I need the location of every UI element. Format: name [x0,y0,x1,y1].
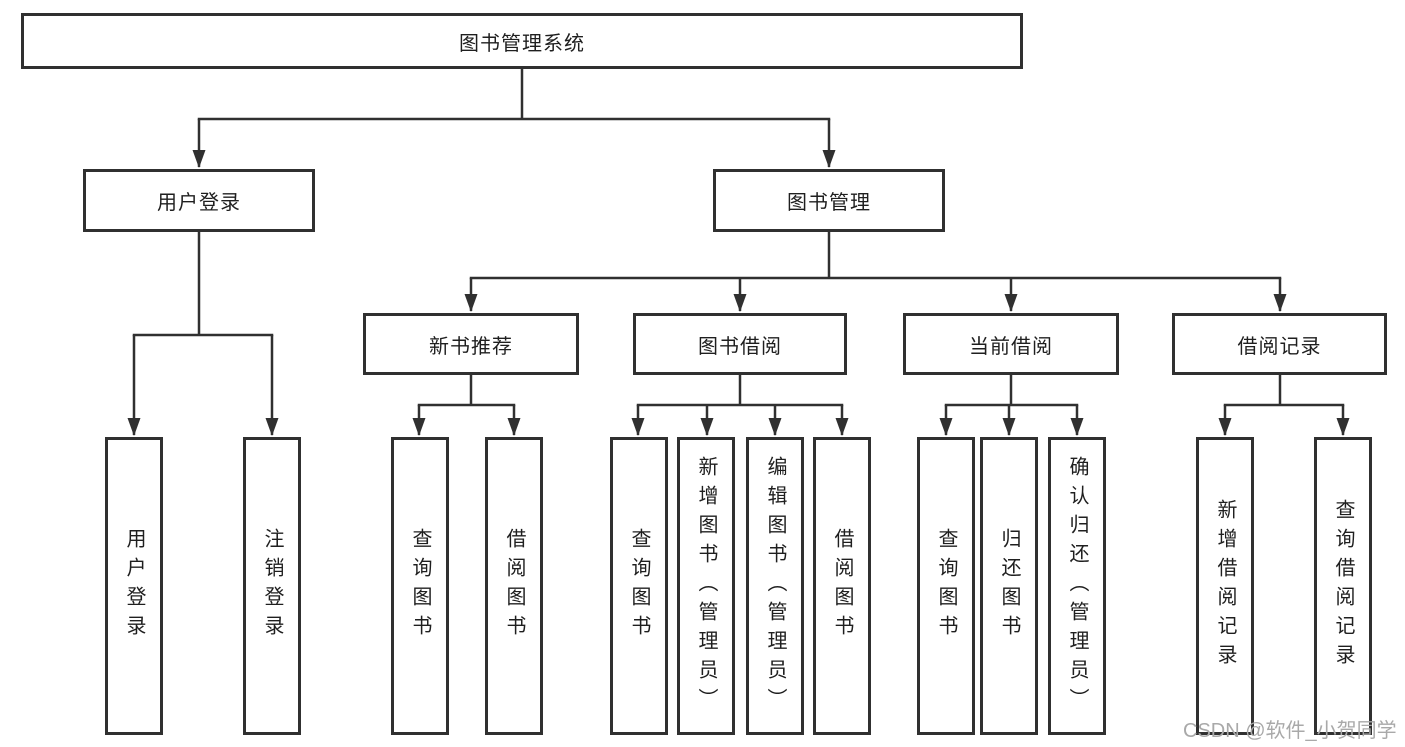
leaf-add-books-admin: 新增图书（管理员） [677,437,735,735]
node-current-borrowing: 当前借阅 [903,313,1119,375]
leaf-user-login: 用户登录 [105,437,163,735]
leaf-edit-books-admin: 编辑图书（管理员） [746,437,804,735]
csdn-watermark: CSDN @软件_小贺同学 [1183,720,1397,742]
node-root-system: 图书管理系统 [21,13,1023,69]
leaf-borrow-books: 借阅图书 [813,437,871,735]
leaf-query-borrow-record: 查询借阅记录 [1314,437,1372,735]
node-user-login: 用户登录 [83,169,315,232]
node-book-borrowing: 图书借阅 [633,313,847,375]
leaf-add-borrow-record: 新增借阅记录 [1196,437,1254,735]
node-borrowing-records: 借阅记录 [1172,313,1387,375]
leaf-borrow-books-recommend: 借阅图书 [485,437,543,735]
leaf-query-books-recommend: 查询图书 [391,437,449,735]
leaf-return-books: 归还图书 [980,437,1038,735]
leaf-confirm-return-admin: 确认归还（管理员） [1048,437,1106,735]
leaf-query-books-borrow: 查询图书 [610,437,668,735]
leaf-query-books-current: 查询图书 [917,437,975,735]
node-book-management: 图书管理 [713,169,945,232]
node-new-book-recommendation: 新书推荐 [363,313,579,375]
leaf-logout: 注销登录 [243,437,301,735]
